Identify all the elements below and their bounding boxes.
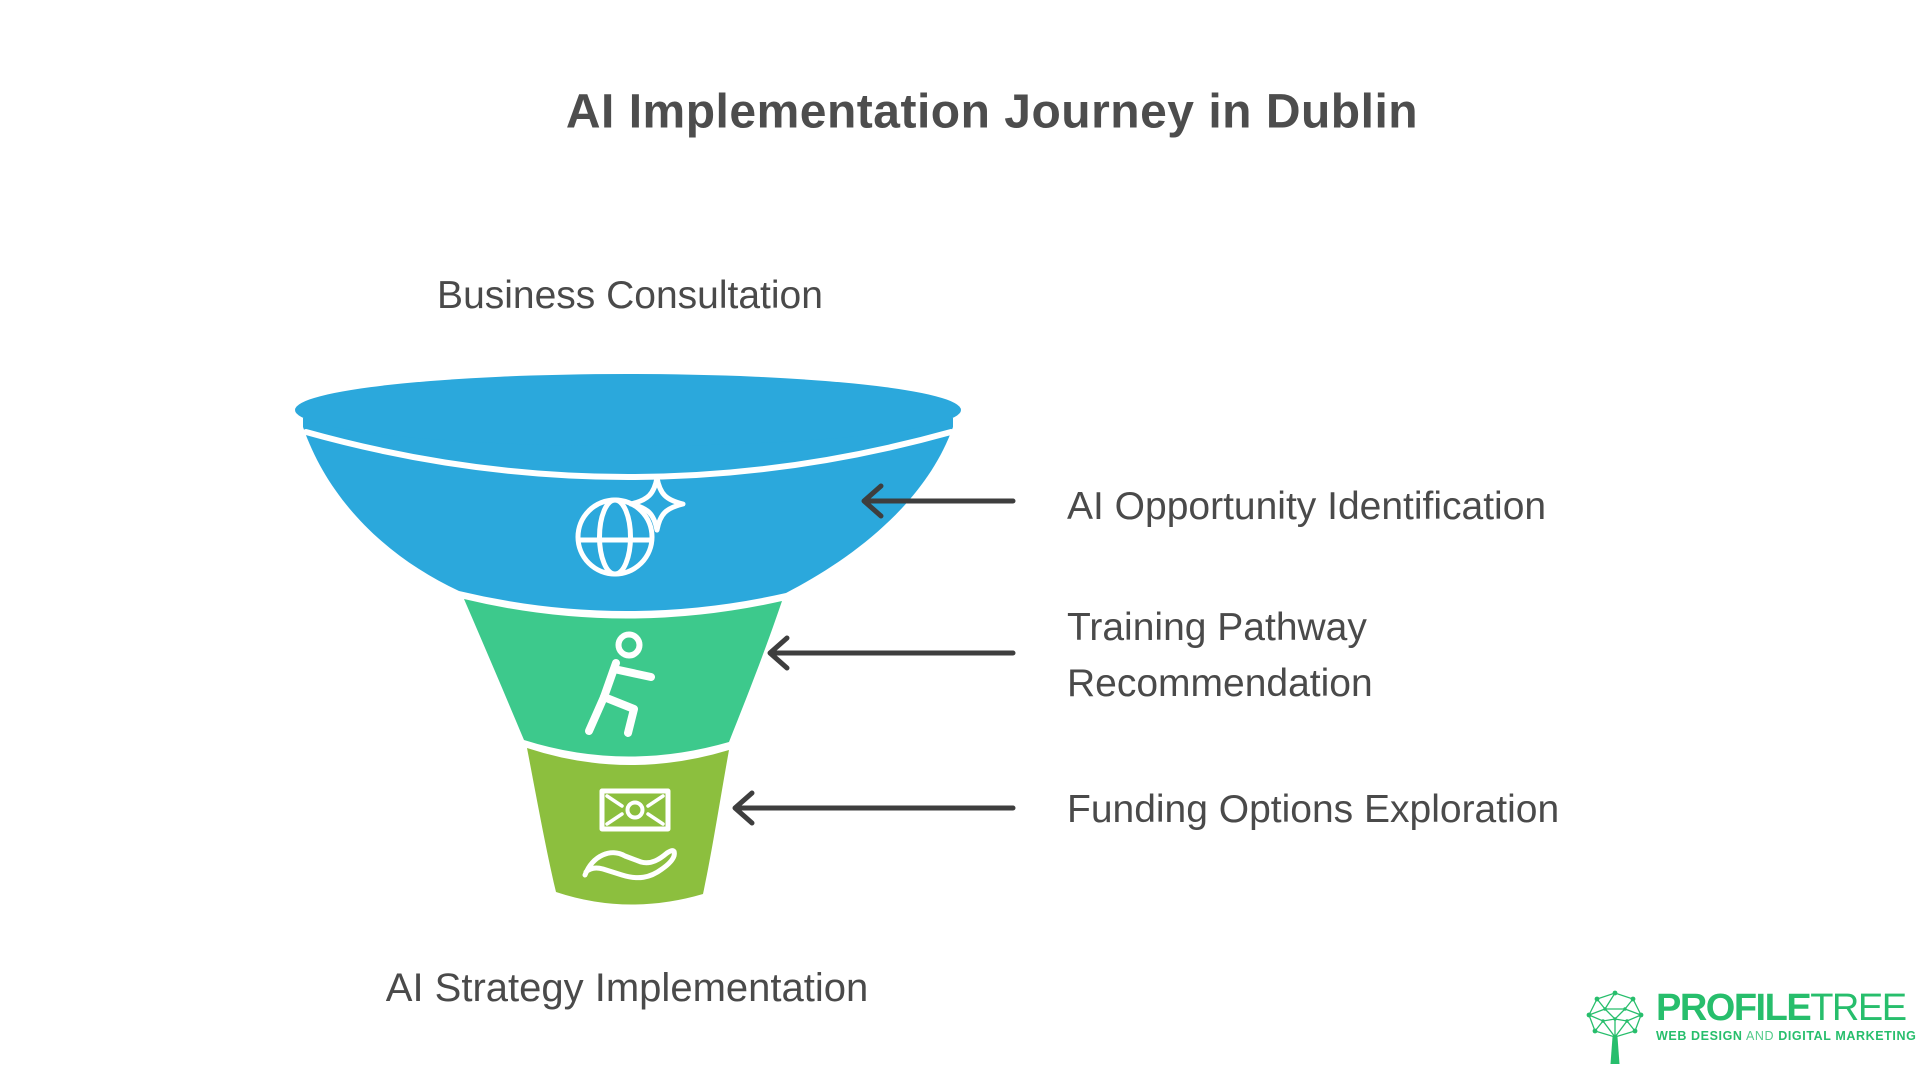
stage-1-annotation: AI Opportunity Identification bbox=[1067, 485, 1547, 528]
page-title: AI Implementation Journey in Dublin bbox=[565, 85, 1419, 139]
brand-name-secondary: TREE bbox=[1810, 987, 1907, 1029]
profiletree-tree-icon bbox=[1586, 990, 1644, 1064]
stage-2-annotation: Training Pathway Recommendation bbox=[1067, 606, 1373, 705]
arrow-stage-1-icon bbox=[861, 483, 1016, 519]
training-person-icon bbox=[585, 631, 655, 737]
arrow-stage-3-icon bbox=[732, 790, 1016, 826]
tagline-lead: WEB DESIGN bbox=[1656, 1029, 1743, 1043]
tagline-tail: DIGITAL MARKETING bbox=[1778, 1029, 1917, 1043]
funnel-stage-2-shape bbox=[464, 599, 782, 757]
funnel-stage-3-shape bbox=[527, 748, 729, 905]
profiletree-logo: PROFILETREE WEB DESIGN AND DIGITAL MARKE… bbox=[1583, 988, 1916, 1066]
funnel-exit-label: AI Strategy Implementation bbox=[385, 966, 869, 1010]
funnel-opening-ellipse bbox=[295, 374, 961, 446]
arrow-stage-2-icon bbox=[767, 635, 1016, 671]
stage-3-annotation: Funding Options Exploration bbox=[1067, 788, 1560, 831]
profiletree-logo-text: PROFILETREE WEB DESIGN AND DIGITAL MARKE… bbox=[1656, 988, 1916, 1044]
annotation-arrows bbox=[732, 483, 1016, 826]
money-hand-icon bbox=[582, 788, 677, 881]
brand-tagline: WEB DESIGN AND DIGITAL MARKETING bbox=[1656, 1029, 1916, 1044]
funnel-rim-highlight bbox=[303, 429, 954, 480]
brand-name: PROFILETREE bbox=[1656, 988, 1916, 1028]
globe-sparkle-icon bbox=[575, 475, 686, 577]
funnel-entry-label: Business Consultation bbox=[437, 274, 823, 317]
tagline-connector: AND bbox=[1745, 1029, 1775, 1043]
brand-name-primary: PROFILE bbox=[1656, 987, 1812, 1029]
